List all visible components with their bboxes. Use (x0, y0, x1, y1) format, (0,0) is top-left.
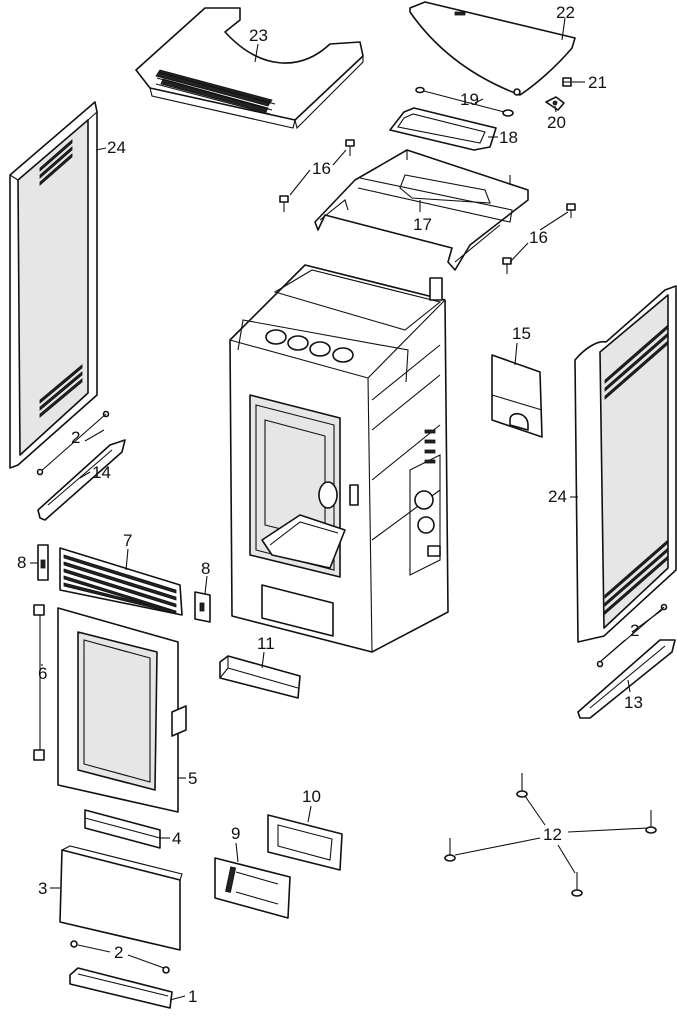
part-rail-14 (36, 410, 126, 521)
part-rail-13 (577, 603, 676, 719)
part-screws-2-bottom (70, 940, 170, 974)
label-24-left: 24 (107, 138, 126, 157)
part-bottom-bar-1 (69, 967, 173, 1009)
part-top-plate (409, 1, 576, 96)
label-8-right: 8 (201, 559, 210, 578)
part-top-bracket-frame (314, 149, 529, 271)
label-24-right: 24 (548, 487, 567, 506)
part-rod-19 (415, 86, 514, 117)
part-left-side-panel (9, 101, 98, 469)
label-21: 21 (588, 73, 607, 92)
part-bar-11 (219, 655, 301, 699)
label-1: 1 (188, 987, 197, 1006)
part-door-5 (57, 607, 187, 813)
label-4: 4 (172, 829, 181, 848)
part-plate-15 (491, 354, 543, 438)
label-16-left: 16 (312, 159, 331, 178)
part-feet-12 (444, 773, 657, 897)
label-19: 19 (460, 90, 479, 109)
label-12: 12 (543, 825, 562, 844)
label-6: 6 (38, 664, 47, 683)
part-labels: 23 22 21 20 19 18 16 17 16 24 15 24 2 14… (17, 3, 643, 1006)
part-bolts-16 (279, 139, 576, 274)
label-18: 18 (499, 128, 518, 147)
label-22: 22 (556, 3, 575, 22)
part-stove-body (229, 264, 449, 653)
part-plate-9 (214, 857, 291, 919)
part-hinge-6 (33, 604, 45, 761)
label-9: 9 (231, 824, 240, 843)
part-gasket-frame (389, 107, 497, 151)
label-5: 5 (188, 769, 197, 788)
part-knob-20 (545, 96, 565, 111)
label-13: 13 (624, 693, 643, 712)
part-clip-8-right (194, 591, 211, 623)
part-right-side-panel (574, 285, 677, 643)
label-11: 11 (257, 634, 275, 653)
label-7: 7 (123, 531, 132, 550)
label-17: 17 (413, 215, 432, 234)
part-nut-21 (562, 77, 572, 87)
label-3: 3 (38, 879, 47, 898)
leader-lines (30, 17, 663, 1001)
part-frame-10 (267, 814, 343, 871)
label-2-left: 2 (71, 428, 80, 447)
part-lower-panel-3 (59, 845, 183, 951)
label-8-left: 8 (17, 553, 26, 572)
label-23: 23 (249, 26, 268, 45)
label-10: 10 (302, 787, 321, 806)
label-15: 15 (512, 324, 531, 343)
part-top-cover (135, 7, 364, 130)
part-clip-8-left (37, 544, 49, 581)
label-16-right: 16 (529, 228, 548, 247)
part-grille-7 (59, 547, 183, 616)
label-20: 20 (547, 113, 566, 132)
label-14: 14 (92, 463, 111, 482)
part-bracket-4 (84, 809, 161, 849)
label-2-bottom: 2 (114, 943, 123, 962)
label-2-right: 2 (630, 621, 639, 640)
